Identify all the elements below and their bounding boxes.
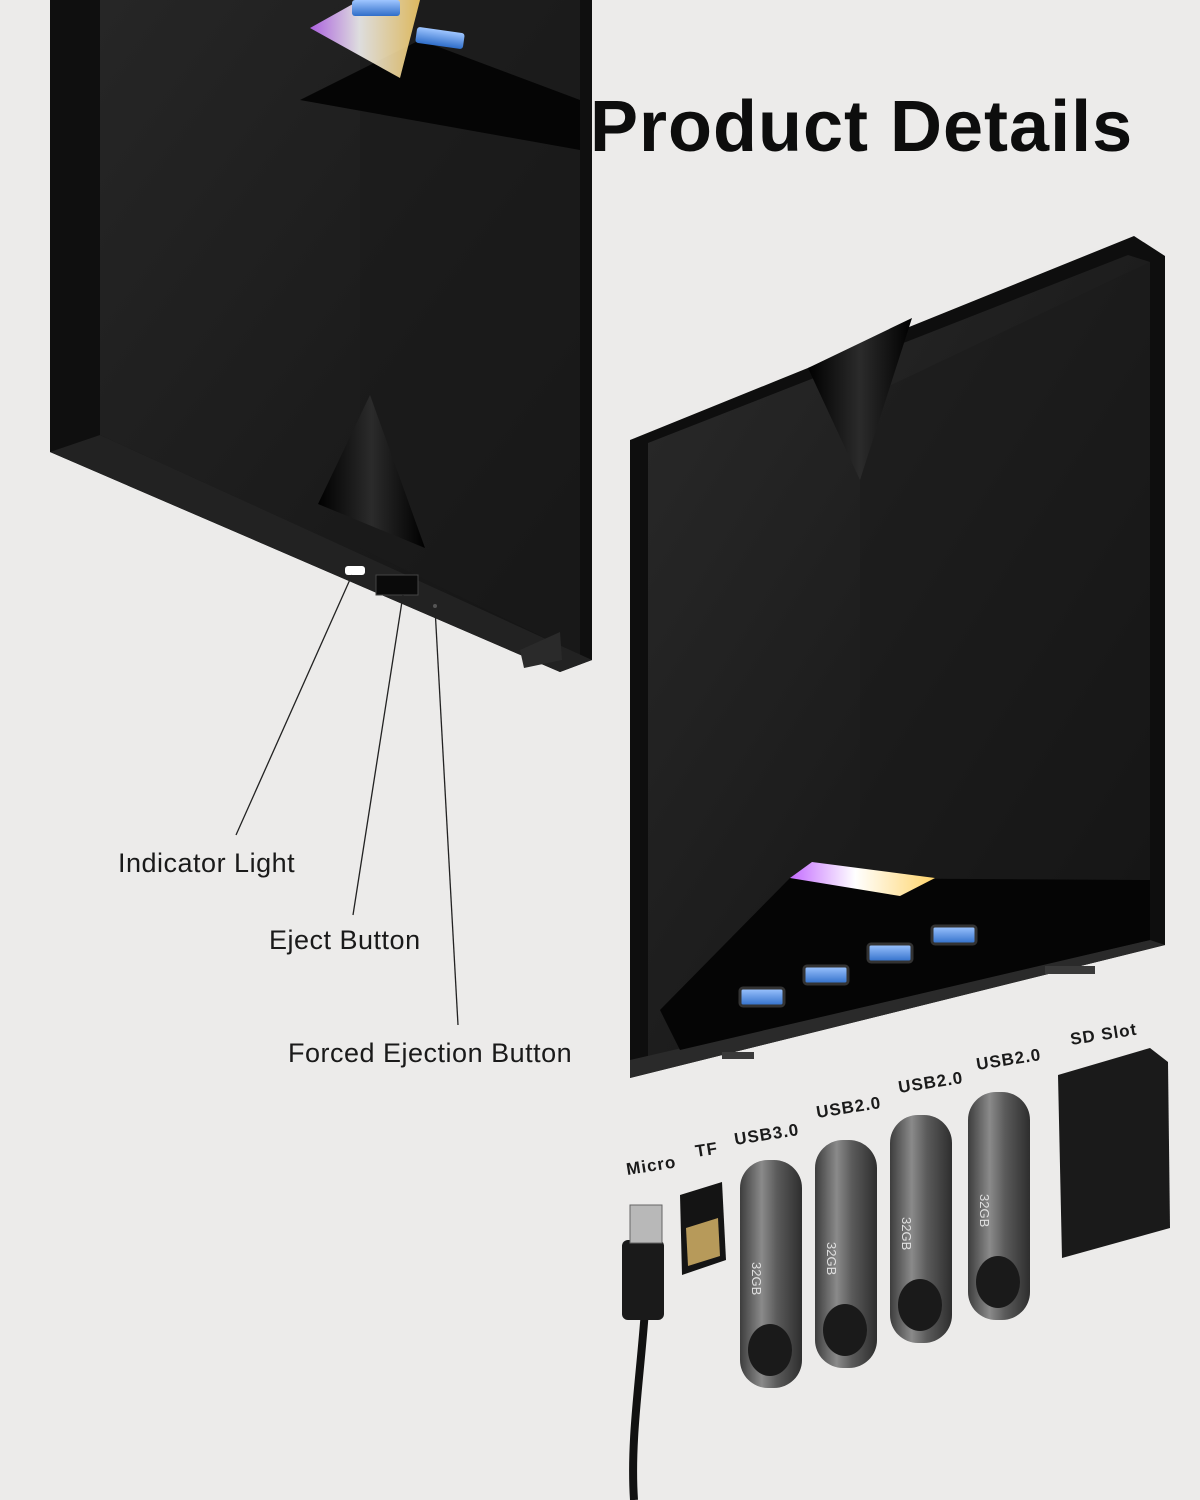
callout-forced-ejection-button: Forced Ejection Button (288, 1038, 573, 1068)
usb-flash-drive-icon: 32GB (740, 1160, 802, 1388)
port-label-tf: TF (693, 1138, 720, 1162)
usb-flash-drive-icon: 32GB (815, 1140, 877, 1368)
callout-indicator-light: Indicator Light (118, 848, 296, 878)
callout-lines (235, 574, 459, 1026)
usb-flash-drive-icon: 32GB (890, 1115, 952, 1343)
usb-flash-drive-icon: 32GB (968, 1092, 1030, 1320)
tf-card-icon (680, 1182, 726, 1275)
drive-capacity-label: 32GB (977, 1194, 992, 1227)
micro-usb-cable-icon (622, 1204, 664, 1500)
drive-capacity-label: 32GB (749, 1262, 764, 1295)
callout-eject-button: Eject Button (269, 925, 421, 955)
drive-capacity-label: 32GB (824, 1242, 839, 1275)
optical-drive-side-view (630, 236, 1165, 1078)
usb-port-row (738, 924, 978, 1008)
sd-card-icon (1058, 1048, 1170, 1258)
drive-capacity-label: 32GB (899, 1217, 914, 1250)
optical-drive-front-view (50, 0, 592, 672)
eject-button-icon (375, 574, 419, 596)
indicator-light-icon (345, 566, 365, 575)
forced-eject-hole-icon (433, 604, 437, 608)
page-title: Product Details (590, 87, 1134, 167)
